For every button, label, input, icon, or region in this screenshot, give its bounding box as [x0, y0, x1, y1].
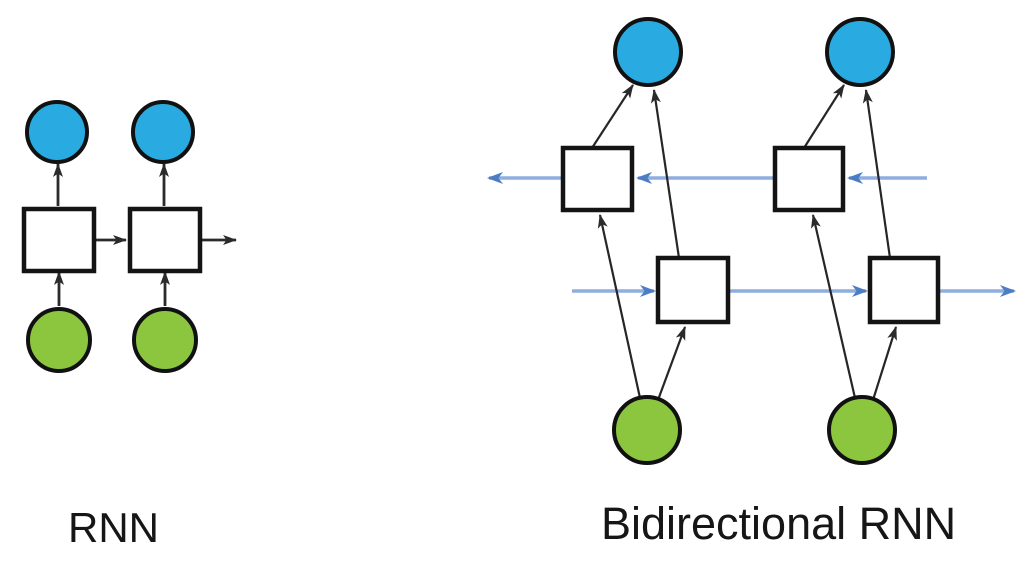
output-node-1 [25, 100, 89, 164]
bi-output-node-2 [825, 17, 895, 87]
bi-input-node-2 [827, 395, 897, 465]
edge-forward2-to-output2 [862, 89, 892, 259]
edge-input1-to-backward1 [597, 214, 642, 399]
bi-input-node-1 [612, 395, 682, 465]
input-node-2 [132, 307, 198, 373]
hidden-node-1 [21, 206, 97, 274]
input-node-1 [26, 307, 92, 373]
edge-input2-to-forward2 [871, 326, 898, 401]
hidden-node-2 [127, 206, 203, 274]
edge-backward2-to-output2 [803, 84, 845, 149]
backward-hidden-node-2 [772, 145, 846, 213]
edge-input2-to-backward2 [811, 214, 857, 399]
rnn-diagram [21, 100, 237, 373]
output-node-2 [131, 100, 195, 164]
bidirectional-rnn-diagram [487, 17, 1016, 465]
bi-output-node-1 [613, 17, 683, 87]
backward-hidden-node-1 [560, 145, 635, 213]
bidirectional-rnn-caption: Bidirectional RNN [601, 498, 957, 549]
edge-input1-to-forward1 [656, 326, 687, 401]
edge-backward1-to-output1 [591, 84, 634, 149]
rnn-caption: RNN [68, 504, 159, 551]
forward-hidden-node-1 [655, 255, 731, 325]
edge-forward1-to-output1 [650, 89, 681, 259]
forward-hidden-node-2 [867, 255, 941, 325]
